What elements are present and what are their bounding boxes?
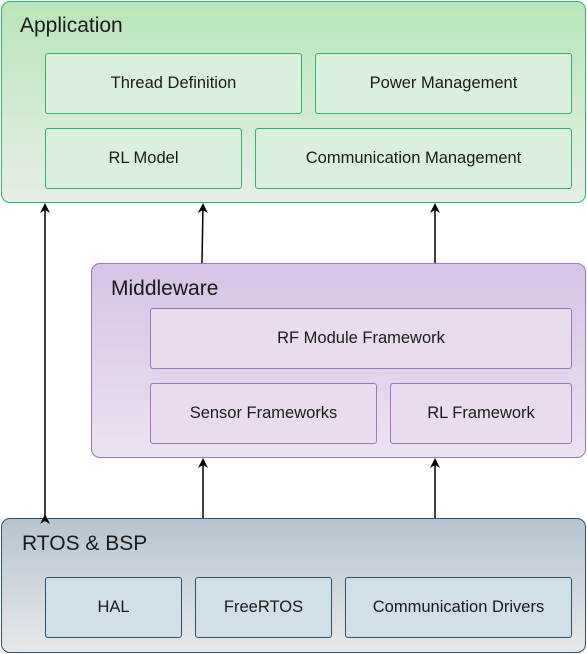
sensor-frameworks-box: Sensor Frameworks	[150, 383, 377, 444]
middleware-layer-title: Middleware	[111, 277, 219, 300]
rf-module-framework-box: RF Module Framework	[150, 308, 572, 369]
communication-management-box: Communication Management	[255, 128, 572, 189]
rl-model-box: RL Model	[45, 128, 242, 189]
rtos-bsp-layer-title: RTOS & BSP	[22, 532, 148, 555]
application-layer-title: Application	[20, 14, 123, 37]
application-layer: Application Thread Definition Power Mana…	[1, 1, 586, 203]
middleware-to-application-arrow-left	[197, 203, 208, 264]
hal-box: HAL	[45, 577, 182, 638]
power-management-box: Power Management	[315, 53, 572, 114]
middleware-layer: Middleware RF Module Framework Sensor Fr…	[91, 263, 586, 458]
freertos-box: FreeRTOS	[195, 577, 332, 638]
rl-framework-box: RL Framework	[390, 383, 572, 444]
communication-drivers-box: Communication Drivers	[345, 577, 572, 638]
rtos-bsp-layer: RTOS & BSP HAL FreeRTOS Communication Dr…	[1, 518, 586, 653]
thread-definition-box: Thread Definition	[45, 53, 302, 114]
